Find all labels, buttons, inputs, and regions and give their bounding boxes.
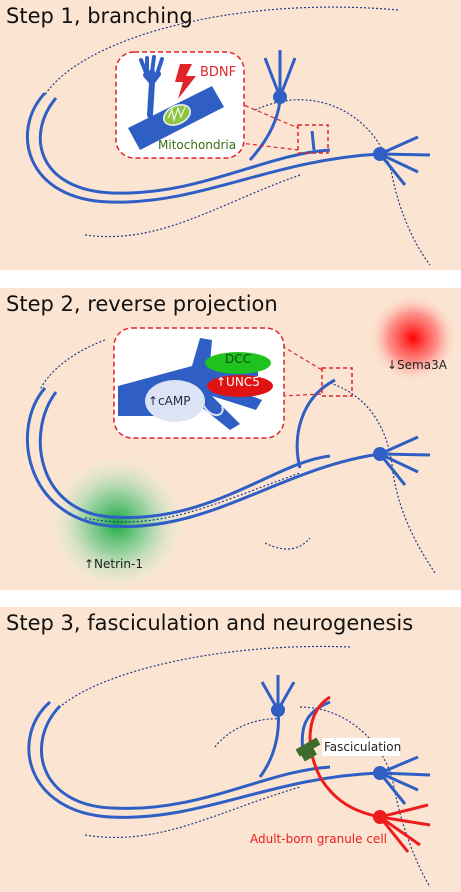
dentate-outline-lower (84, 472, 301, 523)
dentate-outline-upper (59, 645, 351, 708)
branching-site-box (297, 124, 329, 154)
granule-neuron-1-axon (248, 99, 282, 162)
reverse-projecting-branch (295, 378, 336, 469)
mossy-fiber-outer (25, 91, 381, 204)
step2-diagram (25, 293, 458, 588)
adult-born-cell-dendrite (379, 815, 431, 827)
mossy-fiber-outer (27, 700, 381, 819)
granule-neuron-2-dendrite (379, 755, 419, 775)
camp-label: ↑cAMP (148, 394, 191, 408)
sema3a-label: ↓Sema3A (387, 358, 447, 372)
step1-panel: Step 1, branching BDNF Mitochondria (0, 0, 461, 270)
dentate-outline-right (254, 99, 431, 266)
adult-born-cell-dendrite (379, 803, 429, 819)
step2-title: Step 2, reverse projection (6, 292, 278, 316)
step3-title: Step 3, fasciculation and neurogenesis (6, 611, 414, 635)
callout-connector (281, 345, 323, 371)
camp-bubble (145, 380, 205, 422)
mitochondria-label: Mitochondria (158, 138, 237, 152)
step2-panel: Step 2, reverse projection DCC ↑UNC5 ↑cA… (0, 288, 461, 590)
mossy-fiber-inner (38, 391, 331, 520)
granule-neuron-2-dendrite (379, 771, 431, 777)
mitochondrion-icon (163, 104, 191, 126)
step3-diagram (27, 645, 431, 888)
dcc-label: DCC (225, 352, 251, 366)
dentate-outline-bottom (264, 537, 311, 550)
step1-diagram (25, 6, 431, 266)
granule-neuron-dendrite (379, 435, 419, 456)
granule-neuron-dendrite (379, 452, 419, 474)
dentate-outline-upper (44, 6, 399, 96)
dentate-outline-right (299, 706, 431, 888)
step1-title: Step 1, branching (6, 4, 193, 28)
dentate-outline-right (329, 382, 436, 574)
fasciculation-label-bg (322, 738, 400, 756)
growth-cone-filopodia (139, 55, 164, 77)
granule-neuron-dendrite (379, 452, 431, 457)
mossy-fiber-inner (38, 97, 331, 195)
granule-neuron-1-dendrite (276, 681, 296, 711)
granule-neuron-2-dendrite (379, 771, 419, 792)
unc5-label: ↑UNC5 (216, 375, 260, 389)
fasciculation-marker-icon (295, 737, 321, 762)
axon-branch (310, 130, 316, 151)
growth-cone-site-box (321, 367, 353, 397)
dentate-outline-lower (84, 174, 301, 238)
mossy-fiber-outer (25, 387, 381, 529)
reverse-projecting-branch (300, 700, 331, 753)
dcc-receptor (205, 352, 271, 374)
lightning-icon (175, 64, 196, 99)
adult-born-granule-cell-label: Adult-born granule cell (250, 832, 387, 846)
granule-neuron-dendrite (378, 453, 407, 486)
bdnf-label: BDNF (200, 65, 237, 80)
step3-panel: Step 3, fasciculation and neurogenesis F… (0, 607, 461, 892)
dentate-outline-mid (214, 718, 281, 748)
granule-neuron-1-dendrite (278, 57, 297, 98)
adult-born-cell-dendrite (378, 816, 410, 853)
granule-neuron-1-dendrite (260, 681, 280, 711)
callout-connector (231, 99, 299, 129)
netrin1-label: ↑Netrin-1 (84, 557, 143, 571)
granule-neuron-2-dendrite (378, 772, 407, 805)
adult-born-cell-axon (308, 695, 381, 819)
netrin1-gradient (52, 458, 182, 588)
granule-neuron-2-dendrite (379, 135, 419, 156)
granule-neuron-1-axon (258, 711, 280, 778)
reverse-projection-inset (113, 327, 285, 439)
granule-neuron-2-dendrite (378, 153, 407, 186)
granule-neuron-2-dendrite (379, 152, 431, 157)
granule-neuron-1-dendrite (263, 57, 282, 98)
signal-arrow (203, 405, 224, 416)
dentate-outline-upper (39, 339, 106, 391)
branching-inset (115, 51, 245, 159)
mossy-fiber-inner (39, 704, 331, 810)
unc5-receptor (207, 375, 273, 397)
fasciculation-label: Fasciculation (324, 740, 402, 754)
sema3a-gradient (368, 293, 458, 383)
dentate-outline-lower (84, 786, 301, 839)
adult-born-cell-dendrite (379, 815, 421, 847)
granule-neuron-2-dendrite (379, 152, 419, 174)
